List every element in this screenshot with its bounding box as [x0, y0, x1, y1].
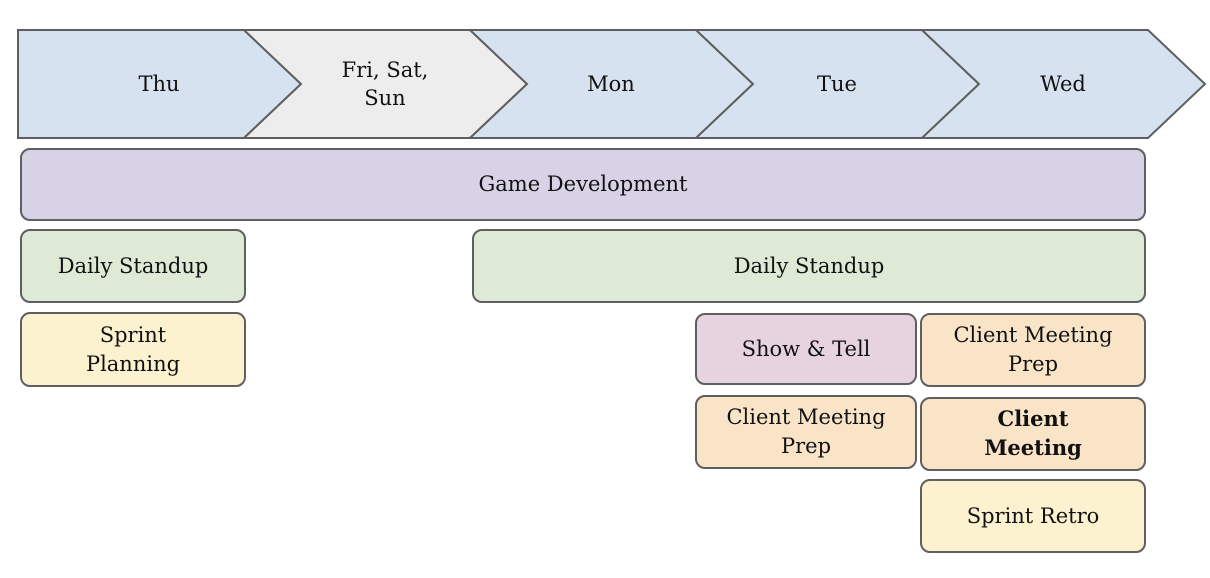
- day-chevron-thu: [17, 29, 303, 139]
- task-sprint-retro: Sprint Retro: [920, 479, 1146, 553]
- task-daily-standup-mon-wed: Daily Standup: [472, 229, 1146, 303]
- task-client-meeting-prep-tue: Client Meeting Prep: [695, 395, 917, 469]
- task-sprint-planning: Sprint Planning: [20, 312, 246, 387]
- task-show-and-tell: Show & Tell: [695, 313, 917, 385]
- task-game-development: Game Development: [20, 148, 1146, 221]
- day-chevron-wed: [919, 29, 1207, 139]
- task-client-meeting-prep-wed: Client Meeting Prep: [920, 313, 1146, 387]
- day-chevron-band: [17, 29, 1207, 139]
- task-daily-standup-thu: Daily Standup: [20, 229, 246, 303]
- task-client-meeting: Client Meeting: [920, 397, 1146, 471]
